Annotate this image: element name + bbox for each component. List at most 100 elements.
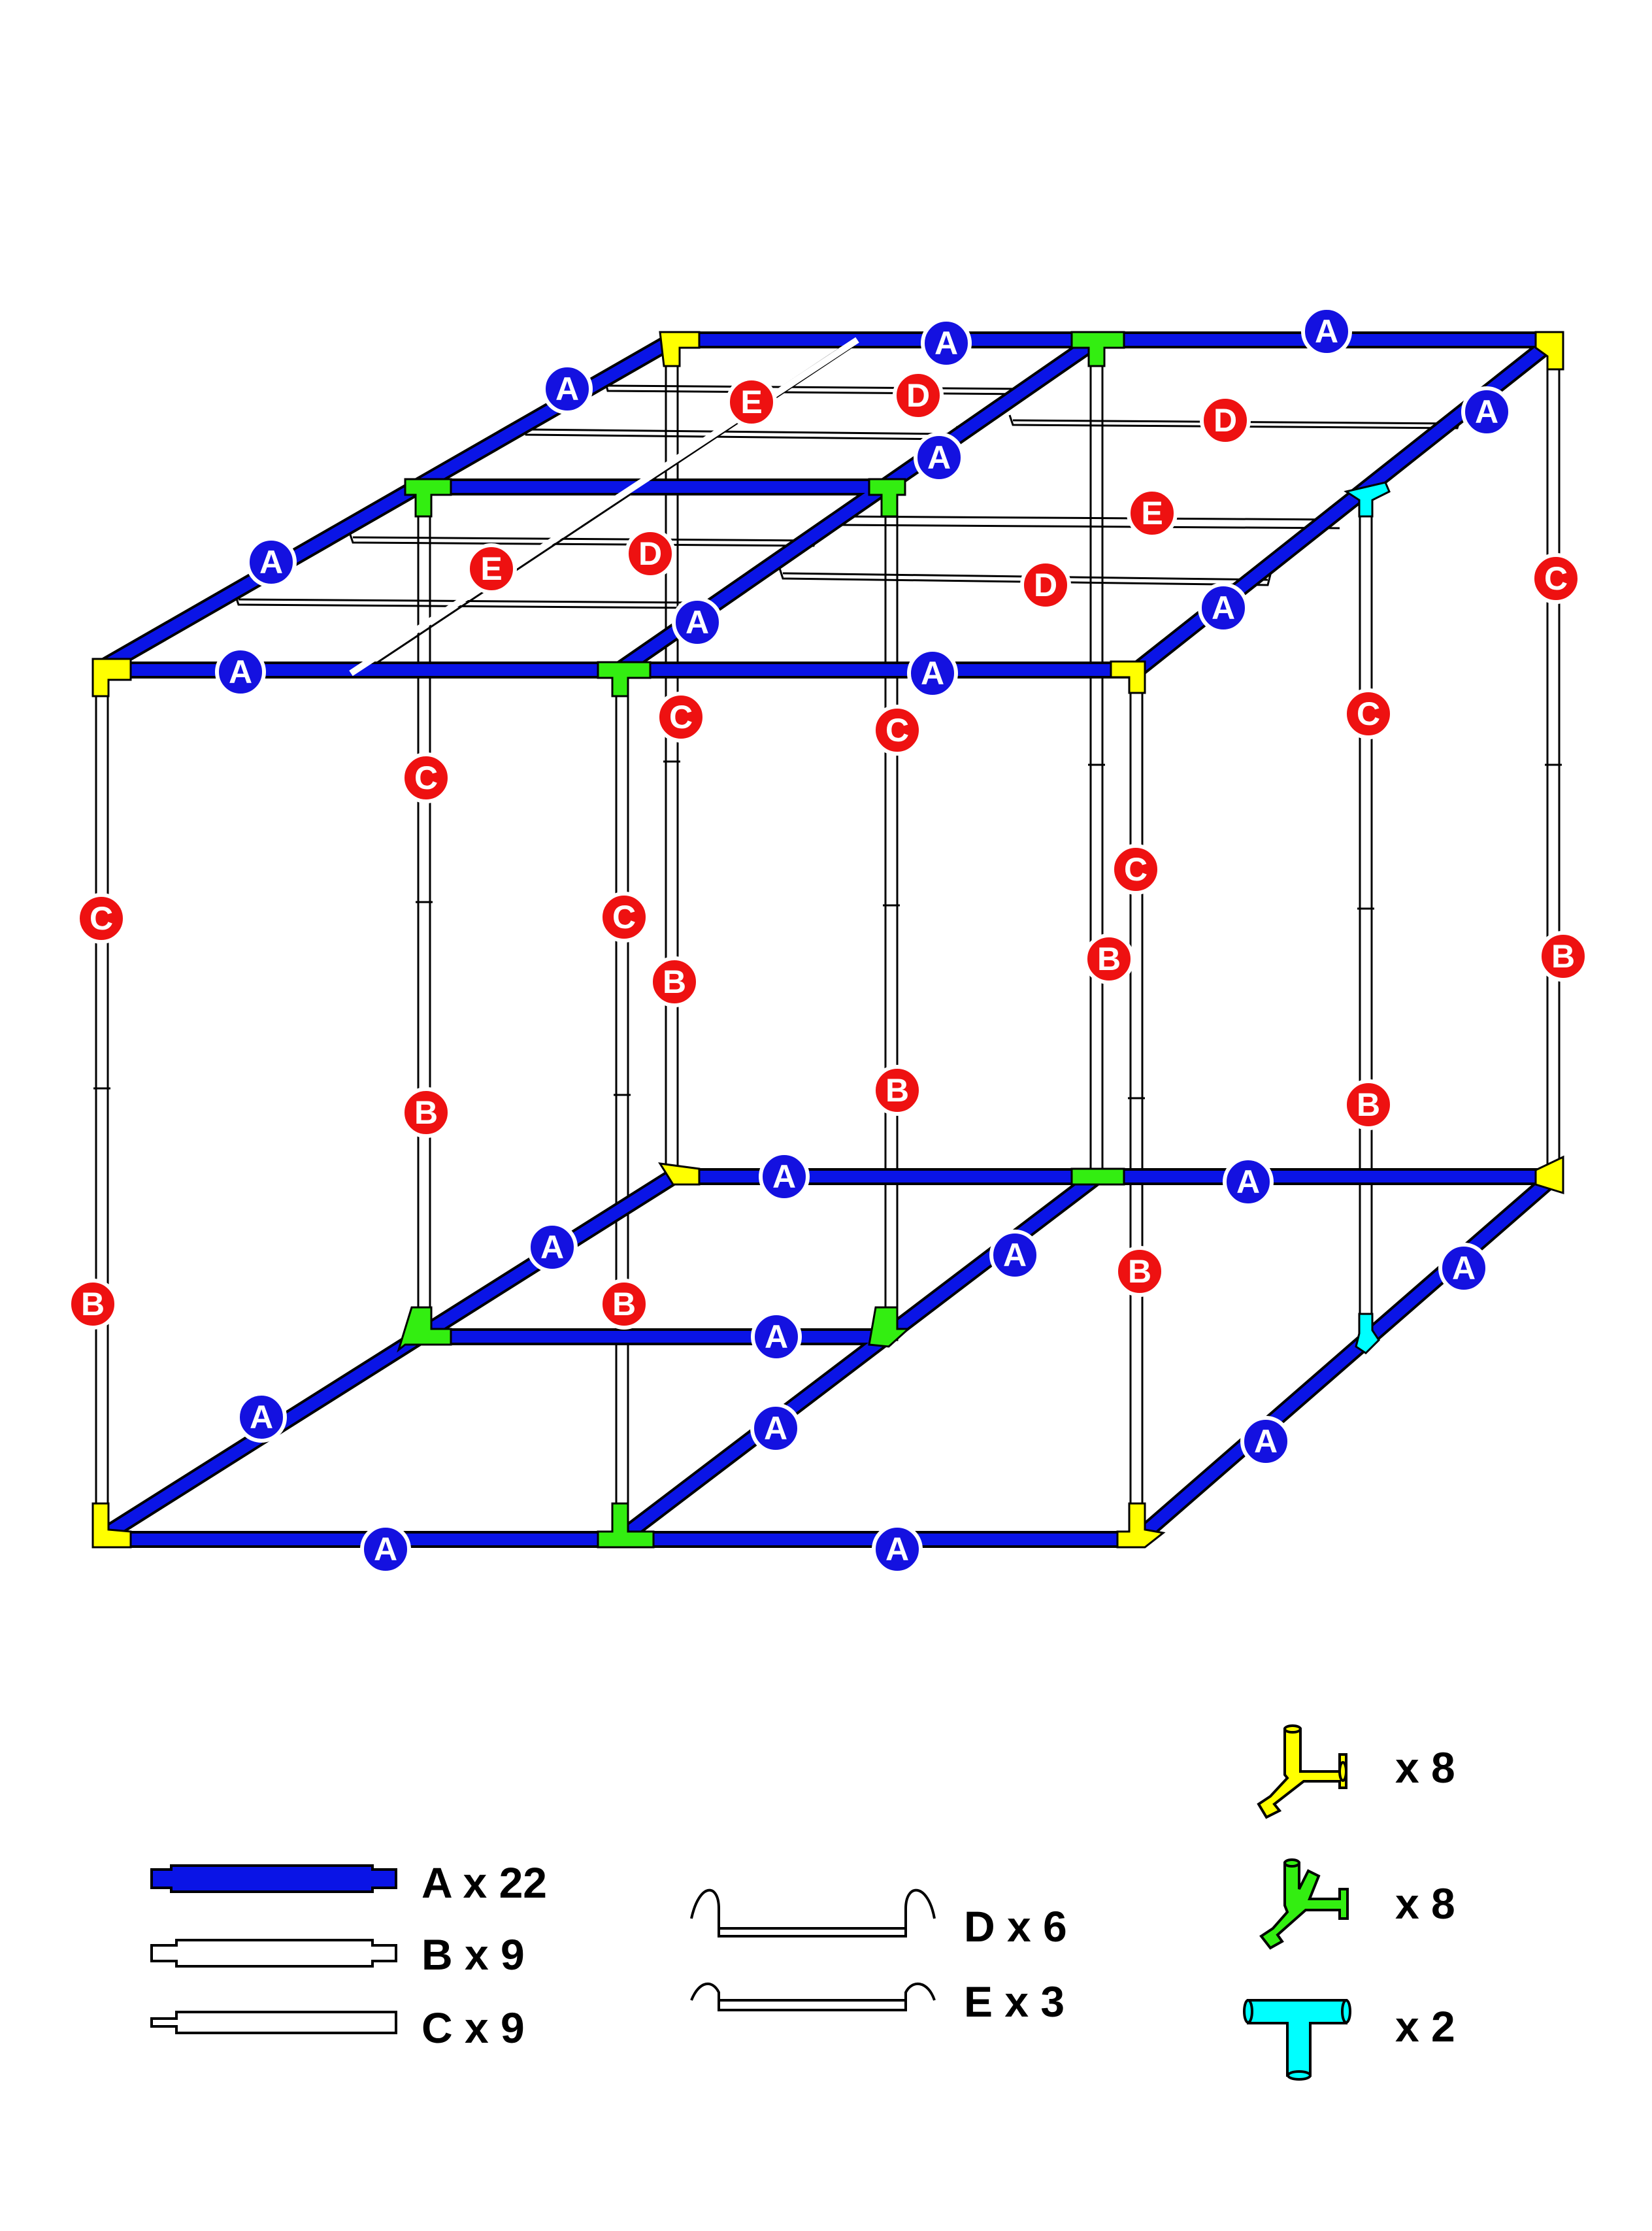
part-label-c: C bbox=[655, 692, 706, 743]
part-label-text: D bbox=[1034, 567, 1057, 603]
part-label-badge bbox=[401, 1087, 452, 1138]
part-label-badge bbox=[360, 1524, 411, 1575]
part-label-text: C bbox=[1357, 696, 1380, 732]
part-label-badge bbox=[1200, 395, 1251, 446]
post-middle-right bbox=[1359, 495, 1373, 1328]
corner-connectors bbox=[91, 331, 1564, 1549]
part-label-text: C bbox=[90, 900, 113, 937]
part-label-a: A bbox=[360, 1524, 411, 1575]
part-label-badge bbox=[1127, 488, 1178, 539]
post-front-left bbox=[95, 665, 109, 1537]
part-label-text: B bbox=[1551, 938, 1575, 975]
part-label-text: A bbox=[259, 544, 283, 580]
part-label-d: D bbox=[1020, 560, 1071, 611]
part-label-text: A bbox=[555, 371, 579, 407]
parts-legend: A x 22 B x 9 C x 9 D x 6 E x 3 x 8 bbox=[150, 1724, 1455, 2081]
part-label-text: A bbox=[229, 654, 252, 690]
part-label-badge bbox=[893, 370, 944, 421]
legend-c-text: C x 9 bbox=[421, 2004, 525, 2052]
legend-pipe-b: B x 9 bbox=[150, 1930, 525, 1979]
legend-tee-text: x 2 bbox=[1395, 2002, 1455, 2051]
part-label-a: A bbox=[672, 597, 723, 648]
part-label-text: C bbox=[612, 899, 636, 935]
part-label-text: E bbox=[1141, 495, 1163, 531]
part-label-text: D bbox=[1214, 402, 1237, 439]
part-label-text: B bbox=[663, 964, 686, 1000]
part-label-badge bbox=[1223, 1156, 1274, 1207]
part-label-text: A bbox=[934, 325, 958, 361]
part-label-badge bbox=[1538, 931, 1589, 982]
part-label-badge bbox=[1301, 306, 1352, 357]
part-label-badge bbox=[527, 1222, 578, 1273]
part-label-text: A bbox=[250, 1399, 273, 1435]
part-label-badge bbox=[655, 692, 706, 743]
part-label-text: A bbox=[772, 1158, 796, 1195]
part-label-badge bbox=[872, 705, 923, 756]
part-label-a: A bbox=[750, 1403, 801, 1454]
part-label-a: A bbox=[246, 537, 297, 588]
part-label-badge bbox=[672, 597, 723, 648]
part-label-badge bbox=[649, 956, 700, 1007]
part-label-a: A bbox=[989, 1230, 1040, 1281]
part-label-b: B bbox=[401, 1087, 452, 1138]
part-label-badge bbox=[599, 1279, 650, 1330]
part-label-badge bbox=[1198, 582, 1249, 633]
legend-cross-text: x 8 bbox=[1395, 1879, 1455, 1928]
post-middle-left bbox=[417, 482, 431, 1341]
part-label-text: A bbox=[1236, 1164, 1260, 1200]
part-label-badge bbox=[914, 432, 965, 483]
green-four-way-connector-icon: x 8 bbox=[1259, 1858, 1455, 1950]
part-label-c: C bbox=[401, 752, 452, 803]
pipe-a-icon bbox=[150, 1864, 397, 1893]
part-label-text: A bbox=[1254, 1423, 1278, 1460]
legend-a-text: A x 22 bbox=[421, 1858, 547, 1907]
part-label-text: B bbox=[1097, 941, 1121, 977]
part-label-text: D bbox=[638, 535, 662, 572]
part-label-b: B bbox=[1343, 1079, 1394, 1130]
part-label-badge bbox=[907, 648, 958, 699]
part-label-e: E bbox=[1127, 488, 1178, 539]
part-label-badge bbox=[1461, 386, 1512, 437]
part-label-a: A bbox=[907, 648, 958, 699]
part-label-a: A bbox=[215, 646, 266, 697]
part-label-c: C bbox=[76, 893, 127, 944]
part-label-c: C bbox=[599, 892, 650, 943]
part-label-e: E bbox=[466, 543, 517, 594]
part-label-badge bbox=[1343, 688, 1394, 739]
cyan-tee-connector-icon: x 2 bbox=[1243, 1999, 1455, 2081]
pipe-e-icon bbox=[690, 1982, 936, 2011]
part-label-a: A bbox=[1198, 582, 1249, 633]
part-label-a: A bbox=[236, 1392, 287, 1443]
part-label-a: A bbox=[1461, 386, 1512, 437]
part-label-text: C bbox=[1544, 560, 1568, 597]
part-label-c: C bbox=[872, 705, 923, 756]
part-label-a: A bbox=[751, 1311, 802, 1362]
part-label-badge bbox=[466, 543, 517, 594]
part-label-badge bbox=[246, 537, 297, 588]
legend-corner-text: x 8 bbox=[1395, 1743, 1455, 1792]
tee-connectors bbox=[1344, 481, 1391, 1354]
part-label-text: B bbox=[885, 1072, 909, 1109]
post-joints bbox=[93, 760, 1562, 1099]
part-label-text: A bbox=[1315, 313, 1338, 350]
part-label-a: A bbox=[1438, 1243, 1489, 1294]
part-label-text: C bbox=[414, 760, 438, 796]
legend-pipe-a: A x 22 bbox=[150, 1858, 547, 1907]
part-label-badge bbox=[1020, 560, 1071, 611]
post-middle-mid bbox=[884, 482, 899, 1341]
post-back-mid bbox=[1089, 339, 1104, 1178]
frame-structure bbox=[91, 331, 1564, 1549]
part-label-text: C bbox=[1124, 851, 1148, 888]
post-front-right bbox=[1129, 665, 1144, 1537]
part-label-badge bbox=[76, 893, 127, 944]
part-label-badge bbox=[750, 1403, 801, 1454]
part-label-text: A bbox=[927, 439, 951, 476]
part-label-text: B bbox=[414, 1094, 438, 1131]
part-label-b: B bbox=[1538, 931, 1589, 982]
part-label-badge bbox=[1240, 1416, 1291, 1467]
part-label-badge bbox=[1530, 553, 1581, 604]
part-label-text: B bbox=[1128, 1253, 1151, 1290]
part-label-text: A bbox=[1475, 394, 1498, 430]
part-label-badge bbox=[599, 892, 650, 943]
part-label-a: A bbox=[759, 1151, 810, 1202]
